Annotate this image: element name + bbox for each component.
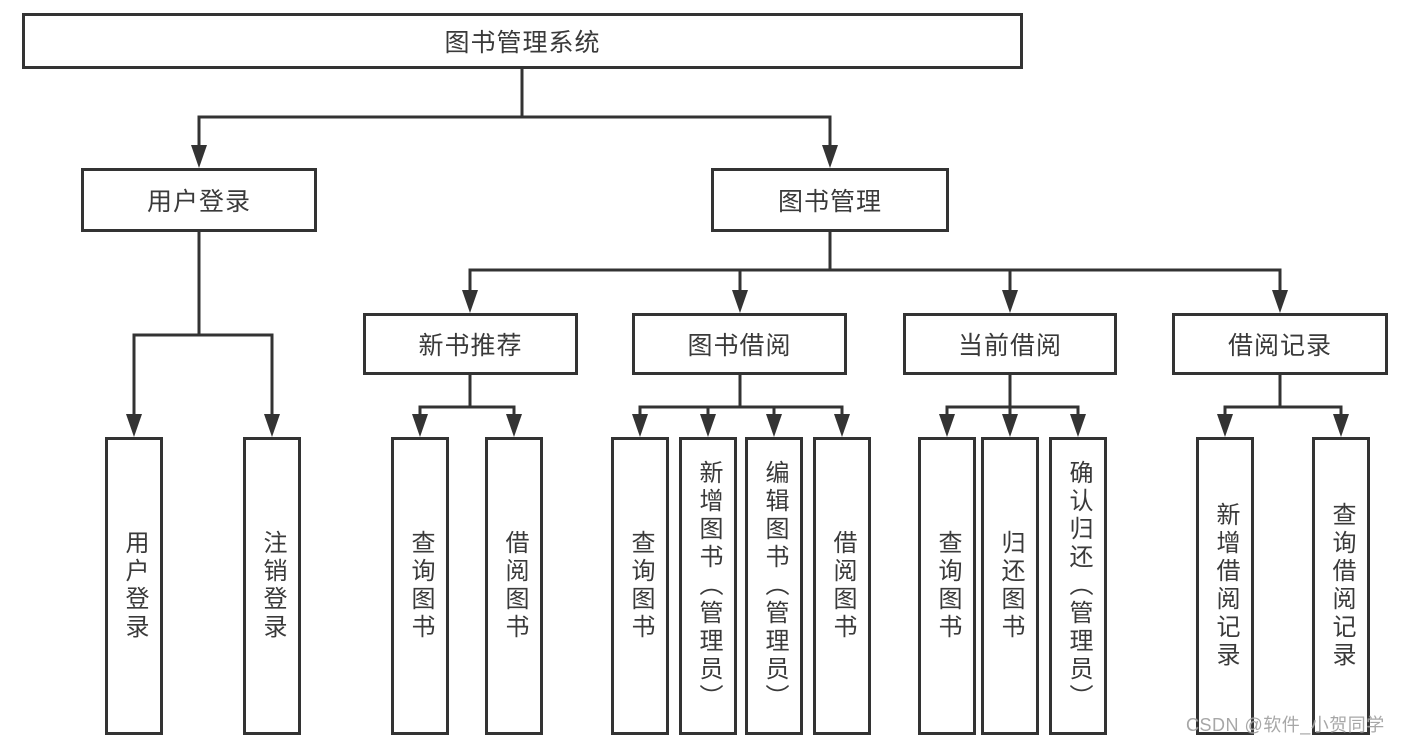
arrowhead <box>191 145 207 168</box>
arrowhead <box>732 290 748 313</box>
node-br-add-record: 新增借阅记录 <box>1196 437 1254 735</box>
arrowhead <box>939 414 955 437</box>
arrowhead <box>822 145 838 168</box>
node-current-borrowing: 当前借阅 <box>903 313 1117 375</box>
node-borrowing-records: 借阅记录 <box>1172 313 1388 375</box>
node-book-management: 图书管理 <box>711 168 949 232</box>
arrowhead <box>766 414 782 437</box>
arrowhead <box>506 414 522 437</box>
arrowhead <box>1002 414 1018 437</box>
node-logout-label: 注销登录 <box>259 530 286 642</box>
arrowhead <box>1272 290 1288 313</box>
node-bb-borrow-books-label: 借阅图书 <box>829 530 856 642</box>
arrowhead <box>1002 290 1018 313</box>
node-cb-return-books: 归还图书 <box>981 437 1039 735</box>
arrowhead <box>1333 414 1349 437</box>
node-br-add-record-label: 新增借阅记录 <box>1212 502 1239 670</box>
node-cb-confirm-return-label: 确认归还（管理员） <box>1065 460 1092 712</box>
csdn-watermark: CSDN @软件_小贺同学 <box>1186 715 1385 735</box>
arrowhead <box>1070 414 1086 437</box>
node-bb-add-books: 新增图书（管理员） <box>679 437 737 735</box>
arrowhead <box>632 414 648 437</box>
arrowheads <box>126 145 1349 437</box>
node-bb-borrow-books: 借阅图书 <box>813 437 871 735</box>
node-bb-edit-books: 编辑图书（管理员） <box>745 437 803 735</box>
arrowhead <box>412 414 428 437</box>
node-cb-query-books-label: 查询图书 <box>934 530 961 642</box>
arrowhead <box>834 414 850 437</box>
node-user-login-group: 用户登录 <box>81 168 317 232</box>
node-br-query-record-label: 查询借阅记录 <box>1328 502 1355 670</box>
node-cb-confirm-return: 确认归还（管理员） <box>1049 437 1107 735</box>
node-new-book-recommend: 新书推荐 <box>363 313 578 375</box>
node-nbr-query-books: 查询图书 <box>391 437 449 735</box>
node-nbr-borrow-books-label: 借阅图书 <box>501 530 528 642</box>
node-bb-add-books-label: 新增图书（管理员） <box>695 460 722 712</box>
arrowhead <box>1217 414 1233 437</box>
arrowhead <box>264 414 280 437</box>
node-user-login-label: 用户登录 <box>121 530 148 642</box>
node-logout: 注销登录 <box>243 437 301 735</box>
node-bb-edit-books-label: 编辑图书（管理员） <box>761 460 788 712</box>
node-cb-query-books: 查询图书 <box>918 437 976 735</box>
node-br-query-record: 查询借阅记录 <box>1312 437 1370 735</box>
node-bb-query-books-label: 查询图书 <box>627 530 654 642</box>
node-nbr-borrow-books: 借阅图书 <box>485 437 543 735</box>
node-user-login: 用户登录 <box>105 437 163 735</box>
arrowhead <box>462 290 478 313</box>
node-bb-query-books: 查询图书 <box>611 437 669 735</box>
node-book-borrowing: 图书借阅 <box>632 313 847 375</box>
arrowhead <box>700 414 716 437</box>
arrowhead <box>126 414 142 437</box>
node-root: 图书管理系统 <box>22 13 1023 69</box>
node-cb-return-books-label: 归还图书 <box>997 530 1024 642</box>
node-nbr-query-books-label: 查询图书 <box>407 530 434 642</box>
